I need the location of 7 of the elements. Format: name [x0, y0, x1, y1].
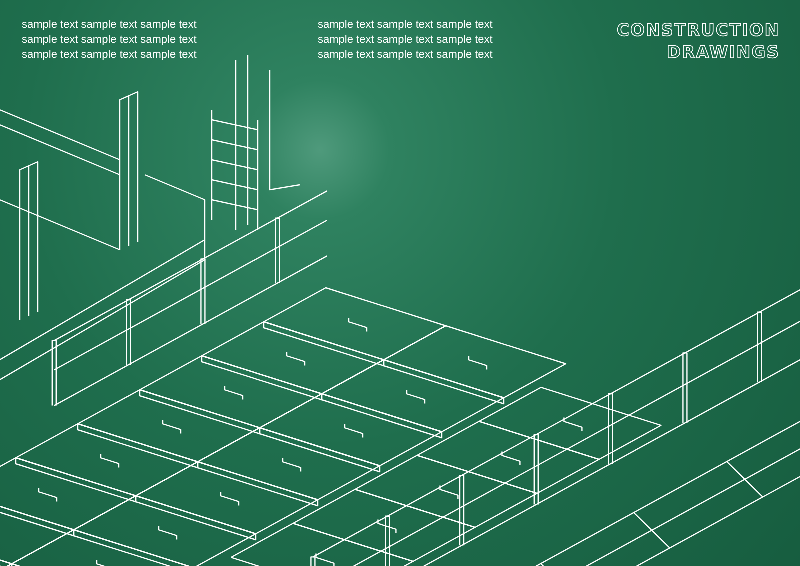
- sample-text: sample text sample text sample text: [22, 18, 197, 33]
- sample-text: sample text sample text sample text: [318, 18, 493, 33]
- title: CONSTRUCTION DRAWINGS: [616, 20, 780, 64]
- sample-text: sample text sample text sample text: [318, 33, 493, 48]
- sample-text: sample text sample text sample text: [318, 48, 493, 63]
- sample-text: sample text sample text sample text: [22, 48, 197, 63]
- sample-text: sample text sample text sample text: [22, 33, 197, 48]
